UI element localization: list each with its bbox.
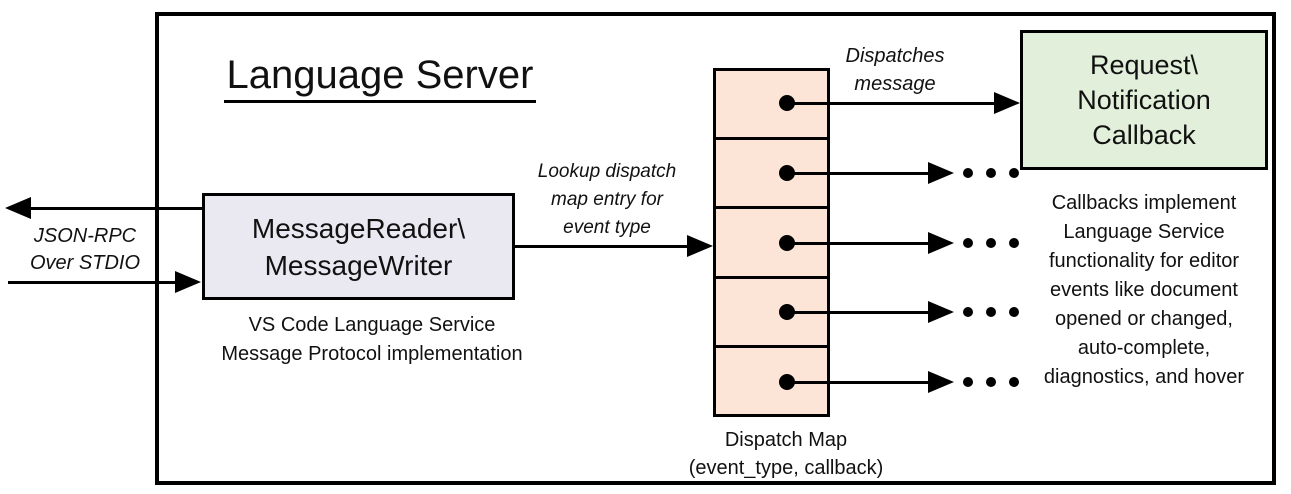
ellipsis-icon-3 bbox=[963, 307, 1019, 317]
dispatches-message-label-line1: Dispatches bbox=[845, 45, 945, 67]
ellipsis-icon-4 bbox=[963, 377, 1019, 387]
dispatch-cell-4 bbox=[716, 279, 827, 348]
ellipsis-dot bbox=[963, 377, 973, 387]
message-box-caption: VS Code Language Service Message Protoco… bbox=[186, 311, 558, 369]
ellipsis-dot bbox=[986, 377, 996, 387]
dispatch-cell-3 bbox=[716, 209, 827, 279]
ellipsis-dot bbox=[1009, 377, 1019, 387]
ellipsis-dot bbox=[963, 238, 973, 248]
dispatch-arrow-2-line bbox=[787, 172, 929, 175]
json-rpc-label-line2: Over STDIO bbox=[29, 252, 140, 274]
callback-note-line: events like document bbox=[1050, 279, 1238, 301]
ellipsis-dot bbox=[1009, 168, 1019, 178]
ellipsis-dot bbox=[963, 168, 973, 178]
ellipsis-dot bbox=[1009, 307, 1019, 317]
dispatch-arrow-5-icon bbox=[928, 371, 954, 393]
ellipsis-icon-2 bbox=[963, 238, 1019, 248]
arrow-lookup-icon bbox=[687, 235, 713, 257]
ellipsis-dot bbox=[986, 307, 996, 317]
callback-note-line: Language Service bbox=[1063, 221, 1225, 243]
lookup-dispatch-label-line2: map entry for bbox=[551, 189, 663, 210]
ellipsis-dot bbox=[1009, 238, 1019, 248]
callback-note: Callbacks implement Language Service fun… bbox=[1012, 189, 1276, 392]
message-box-line2: MessageWriter bbox=[264, 249, 453, 281]
dispatch-cell-2 bbox=[716, 140, 827, 210]
dispatches-message-label-line2: message bbox=[854, 73, 936, 95]
ellipsis-dot bbox=[963, 307, 973, 317]
dispatch-arrow-1-icon bbox=[994, 92, 1020, 114]
arrow-left-stdout-icon bbox=[5, 197, 31, 219]
callback-note-line: opened or changed, bbox=[1055, 308, 1233, 330]
dispatch-arrow-3-line bbox=[787, 242, 929, 245]
dispatch-arrow-4-icon bbox=[928, 301, 954, 323]
dispatches-message-label: Dispatches message bbox=[815, 42, 975, 98]
lookup-dispatch-label-line3: event type bbox=[563, 217, 651, 238]
dispatch-arrow-4-line bbox=[787, 311, 929, 314]
arrow-left-stdout-line bbox=[29, 207, 202, 210]
dispatch-arrow-2-icon bbox=[928, 162, 954, 184]
diagram-title: Language Server bbox=[223, 52, 537, 103]
callback-note-line: Callbacks implement bbox=[1051, 192, 1237, 214]
message-box-caption-line2: Message Protocol implementation bbox=[221, 343, 523, 365]
arrow-lookup-line bbox=[515, 245, 688, 248]
callback-note-line: functionality for editor bbox=[1048, 250, 1240, 272]
callback-box-line3: Callback bbox=[1092, 119, 1196, 150]
ellipsis-dot bbox=[986, 238, 996, 248]
dispatch-arrow-1-line bbox=[787, 102, 996, 105]
lookup-dispatch-label-line1: Lookup dispatch bbox=[537, 161, 677, 182]
diagram-title-wrap: Language Server bbox=[190, 52, 570, 103]
callback-box-line2: Notification bbox=[1077, 84, 1211, 115]
dispatch-arrow-5-line bbox=[787, 381, 929, 384]
lookup-dispatch-label: Lookup dispatch map entry for event type bbox=[512, 158, 702, 242]
callback-note-line: diagnostics, and hover bbox=[1043, 366, 1245, 388]
callback-note-line: auto-complete, bbox=[1077, 337, 1211, 359]
json-rpc-label-line1: JSON-RPC bbox=[33, 225, 137, 247]
ellipsis-dot bbox=[986, 168, 996, 178]
message-box-line1: MessageReader\ bbox=[251, 212, 466, 244]
message-reader-writer-box: MessageReader\ MessageWriter bbox=[202, 193, 515, 300]
callback-box-line1: Request\ bbox=[1089, 49, 1199, 80]
language-server-boundary-box bbox=[155, 12, 1276, 485]
dispatch-arrow-3-icon bbox=[928, 232, 954, 254]
dispatch-cell-1 bbox=[716, 71, 827, 141]
dispatch-map-label-line2: (event_type, callback) bbox=[688, 457, 884, 479]
dispatch-map-label: Dispatch Map (event_type, callback) bbox=[688, 426, 884, 482]
ellipsis-icon-1 bbox=[963, 168, 1019, 178]
dispatch-map-label-line1: Dispatch Map bbox=[724, 429, 848, 451]
message-box-caption-line1: VS Code Language Service bbox=[248, 314, 496, 336]
arrow-right-stdin-icon bbox=[175, 271, 201, 293]
json-rpc-label: JSON-RPC Over STDIO bbox=[14, 223, 156, 277]
arrow-right-stdin-line bbox=[8, 281, 176, 284]
request-notification-callback-box: Request\ Notification Callback bbox=[1020, 30, 1268, 170]
